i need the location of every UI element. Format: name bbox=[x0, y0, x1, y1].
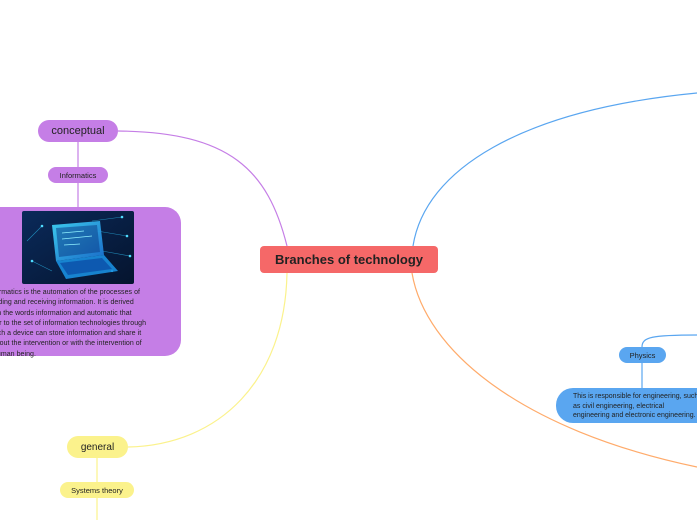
connector-bottom-right bbox=[411, 272, 697, 468]
topic-systems-theory[interactable]: Systems theory bbox=[60, 482, 134, 498]
connector-general bbox=[127, 272, 288, 448]
informatics-description: Informatics is the automation of the pro… bbox=[0, 288, 177, 360]
description-line: refer to the set of information technolo… bbox=[0, 319, 147, 327]
description-line: which a device can store information and… bbox=[0, 330, 142, 338]
physics-note-card[interactable]: This is responsible for engineering, suc… bbox=[556, 388, 697, 423]
topic-informatics[interactable]: Informatics bbox=[48, 167, 108, 183]
laptop-network-image bbox=[22, 211, 134, 284]
connector-physics bbox=[641, 334, 697, 348]
physics-description-line: This is responsible for engineering, suc… bbox=[573, 393, 697, 400]
branch-general[interactable]: general bbox=[67, 436, 128, 458]
description-line: sending and receiving information. It is… bbox=[0, 299, 134, 307]
topic-physics[interactable]: Physics bbox=[619, 347, 666, 363]
description-line: Informatics is the automation of the pro… bbox=[0, 289, 141, 296]
description-line: a human being. bbox=[0, 350, 36, 358]
connector-conceptual bbox=[117, 130, 288, 247]
description-line: from the words information and automatic… bbox=[0, 309, 132, 317]
physics-description-line: as civil engineering, electrical bbox=[573, 402, 665, 410]
connector-top-right bbox=[412, 92, 697, 247]
central-topic[interactable]: Branches of technology bbox=[260, 246, 438, 273]
physics-description-line: engineering and electronic engineering. bbox=[573, 412, 696, 419]
description-line: without the intervention or with the int… bbox=[0, 340, 142, 348]
branch-conceptual[interactable]: conceptual bbox=[38, 120, 118, 142]
